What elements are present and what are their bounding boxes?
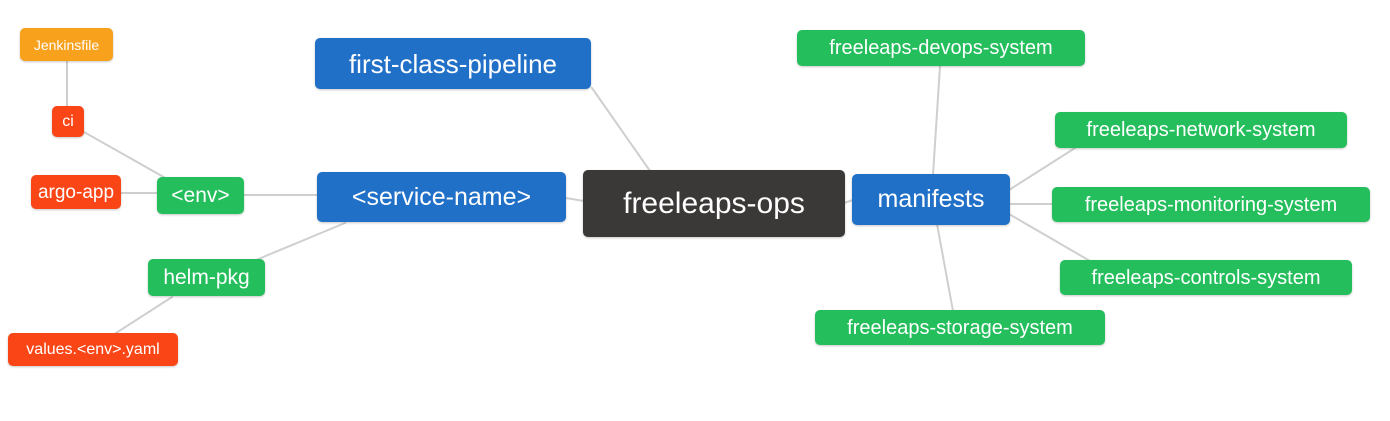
node-freeleaps-monitoring-system[interactable]: freeleaps-monitoring-system (1052, 187, 1370, 222)
node-jenkinsfile[interactable]: Jenkinsfile (20, 28, 113, 61)
node-freeleaps-controls-system[interactable]: freeleaps-controls-system (1060, 260, 1352, 295)
edge-root-manifests (843, 199, 854, 204)
node-helm-pkg[interactable]: helm-pkg (148, 259, 265, 296)
edge-helm-pkg-service-name (255, 222, 346, 261)
edge-ci-env (83, 131, 177, 185)
edge-manifests-devops (932, 65, 941, 176)
edge-pipeline-root (591, 87, 651, 172)
node-manifests[interactable]: manifests (852, 174, 1010, 225)
node-freeleaps-storage-system[interactable]: freeleaps-storage-system (815, 310, 1105, 345)
node-argo-app[interactable]: argo-app (31, 175, 121, 209)
edge-manifests-storage (936, 223, 954, 312)
edge-manifests-network (1008, 147, 1076, 191)
node-root-freeleaps-ops[interactable]: freeleaps-ops (583, 170, 845, 237)
node-service-name[interactable]: <service-name> (317, 172, 566, 222)
node-freeleaps-network-system[interactable]: freeleaps-network-system (1055, 112, 1347, 148)
node-values-env-yaml[interactable]: values.<env>.yaml (8, 333, 178, 366)
edge-manifests-controls (1008, 213, 1091, 262)
node-first-class-pipeline[interactable]: first-class-pipeline (315, 38, 591, 89)
node-freeleaps-devops-system[interactable]: freeleaps-devops-system (797, 30, 1085, 66)
node-ci[interactable]: ci (52, 106, 84, 137)
edge-service-name-root (565, 197, 585, 202)
node-env[interactable]: <env> (157, 177, 244, 214)
edge-values-helm-pkg (115, 296, 173, 334)
